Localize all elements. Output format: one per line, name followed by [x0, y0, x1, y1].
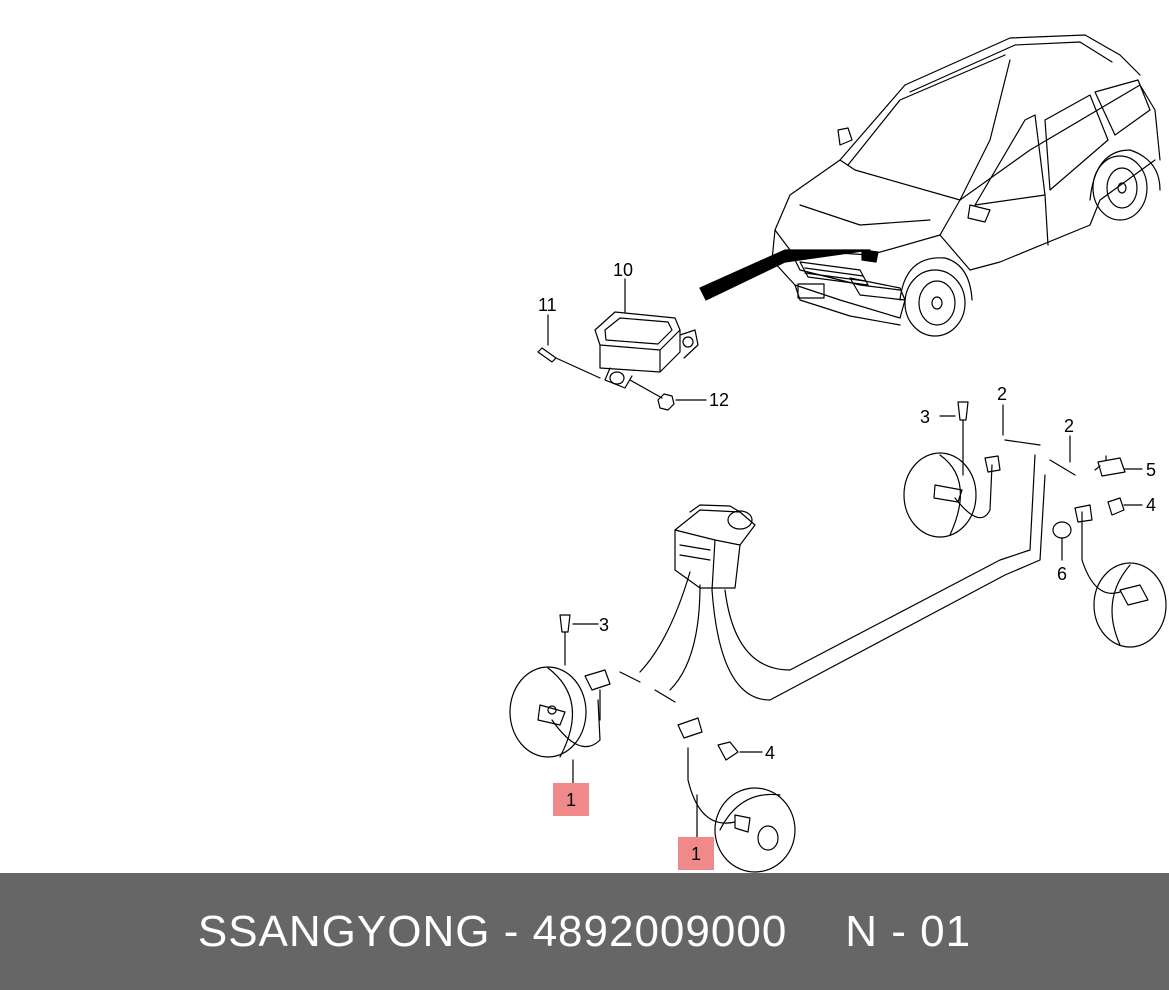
callout-2-b: 2 — [1064, 416, 1074, 436]
part-number-text: SSANGYONG - 4892009000 — [197, 906, 788, 956]
wire-harness — [619, 439, 1076, 703]
abs-unit-illustration — [674, 504, 756, 591]
rear-left-brake-disc — [903, 401, 1001, 538]
callout-5: 5 — [1146, 460, 1156, 480]
right-front-brake-disc — [677, 717, 796, 873]
callout-4-mid: 4 — [765, 743, 775, 763]
callout-1-right: 1 — [691, 844, 701, 864]
sensor-module-illustration — [537, 311, 699, 411]
parts-diagram: 10 11 12 3 2 2 5 4 6 3 4 1 1 — [509, 34, 1167, 873]
callout-12: 12 — [709, 390, 729, 410]
highlight-part-1-right[interactable]: 1 — [678, 837, 714, 870]
vehicle-illustration — [771, 34, 1161, 337]
left-front-brake-disc — [509, 614, 611, 758]
callout-1-left: 1 — [566, 790, 576, 810]
page-code-text: N - 01 — [845, 906, 972, 956]
callout-10: 10 — [613, 260, 633, 280]
callout-2-a: 2 — [997, 384, 1007, 404]
highlight-part-1-left[interactable]: 1 — [553, 783, 589, 816]
callout-4-right: 4 — [1146, 495, 1156, 515]
callout-3-left: 3 — [599, 615, 609, 635]
rear-right-brake-disc — [1052, 455, 1167, 648]
callout-3-top: 3 — [920, 407, 930, 427]
callout-11: 11 — [538, 295, 557, 315]
footer-bar: SSANGYONG - 4892009000 N - 01 — [0, 873, 1169, 990]
location-pointer — [699, 249, 871, 301]
callout-6: 6 — [1057, 564, 1067, 584]
